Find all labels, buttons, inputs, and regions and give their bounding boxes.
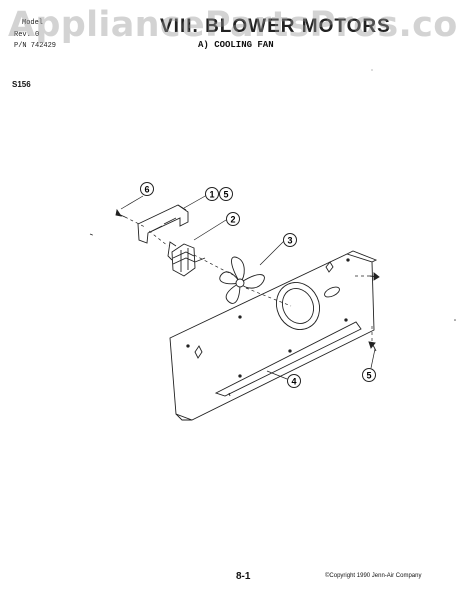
callout-label-6: 6	[144, 185, 149, 195]
motor-part-2	[167, 241, 206, 277]
revision-label: Rev. 0	[14, 31, 40, 39]
watermark: AppliancePartsPros.com	[8, 5, 458, 45]
leader-lines	[120, 194, 376, 380]
screw-part-5-lower	[368, 341, 377, 352]
screw-part-6	[115, 208, 126, 218]
assembly-lines	[89, 216, 373, 342]
callout-label-4: 4	[291, 377, 296, 387]
copyright-notice: ©Copyright 1990 Jenn-Air Company	[325, 573, 422, 579]
page-number: 8-1	[236, 571, 251, 582]
bracket-part-1	[137, 204, 189, 244]
callout-label-3: 3	[287, 236, 292, 246]
scan-speck	[371, 69, 373, 71]
callout-label-5-lower: 5	[366, 371, 371, 381]
model-label: Model	[22, 19, 44, 27]
panel-part-4	[169, 250, 378, 421]
diagram-code: S156	[12, 80, 31, 89]
fan-blade-part-3	[219, 256, 265, 304]
part-number: P/N 742429	[14, 42, 57, 50]
callout-label-5-upper: 5	[223, 190, 228, 200]
scan-speck	[454, 319, 456, 321]
callout-circles	[140, 182, 376, 388]
diagram-subtitle: A) COOLING FAN	[198, 40, 274, 50]
screw-part-5-upper	[369, 272, 380, 281]
callout-label-2: 2	[230, 215, 235, 225]
callout-label-1: 1	[209, 190, 214, 200]
section-title: VIII. BLOWER MOTORS	[160, 16, 391, 37]
